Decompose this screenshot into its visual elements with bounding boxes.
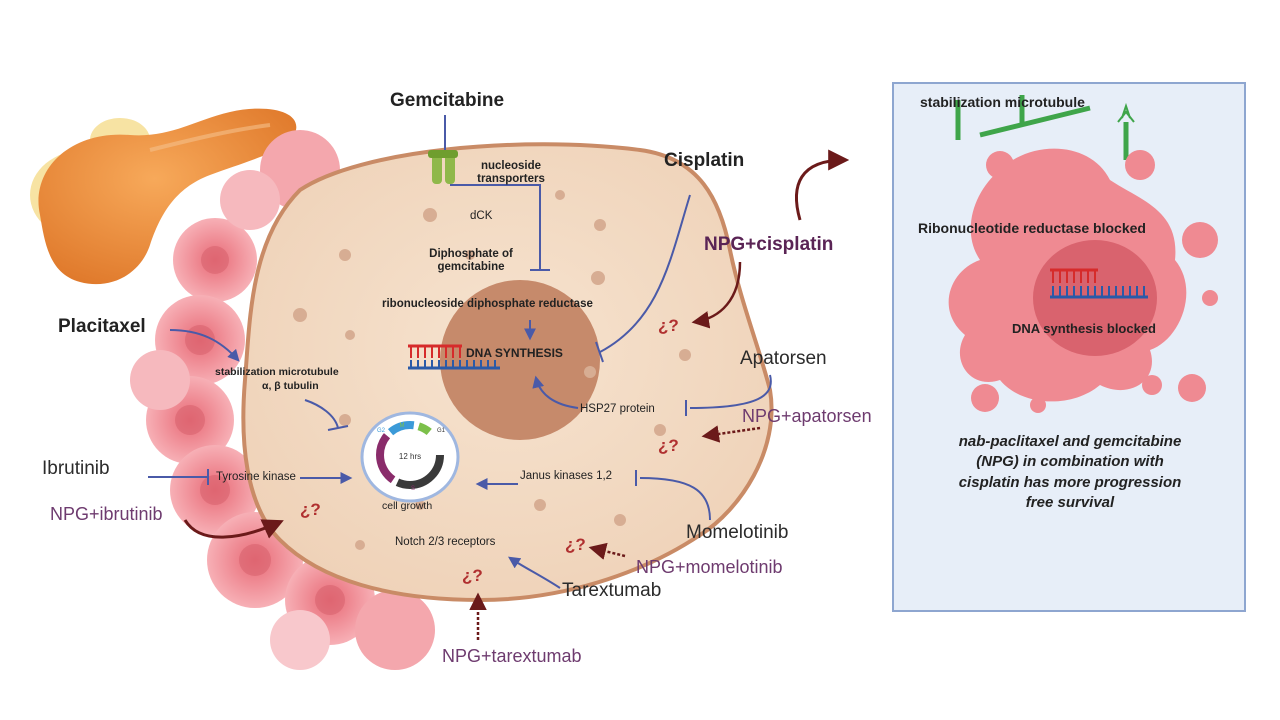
nucleoside-transporter-icon bbox=[428, 150, 458, 184]
unknown-effect-cisplatin: ¿? bbox=[658, 316, 679, 335]
stabilization-label: stabilization microtubule bbox=[215, 366, 339, 378]
unknown-effect-apatorsen: ¿? bbox=[658, 436, 679, 455]
ibrutinib-label: Ibrutinib bbox=[42, 458, 110, 479]
notch-label: Notch 2/3 receptors bbox=[395, 536, 496, 548]
cycle-m-label: M bbox=[400, 423, 405, 429]
tubulin-label: α, β tubulin bbox=[262, 380, 319, 392]
panel-conclusion-note: nab-paclitaxel and gemcitabine (NPG) in … bbox=[958, 433, 1182, 511]
panel-stabilization-label: stabilization microtubule bbox=[920, 94, 1085, 110]
janus-kinases-label: Janus kinases 1,2 bbox=[520, 470, 613, 482]
npg-momelotinib-label: NPG+momelotinib bbox=[636, 557, 783, 577]
npg-cisplatin-label: NPG+cisplatin bbox=[704, 234, 834, 255]
cycle-s-label: S bbox=[411, 486, 415, 492]
combination-arrows bbox=[183, 149, 850, 640]
cisplatin-label: Cisplatin bbox=[664, 150, 745, 171]
dna-icon bbox=[408, 344, 500, 370]
hsp27-label: HSP27 protein bbox=[580, 403, 655, 415]
npg-apatorsen-label: NPG+apatorsen bbox=[742, 406, 872, 426]
momelotinib-label: Momelotinib bbox=[686, 522, 789, 543]
dna-synthesis-label: DNA SYNTHESIS bbox=[466, 346, 563, 360]
placitaxel-label: Placitaxel bbox=[58, 316, 146, 337]
nucleoside-transporters-label: nucleoside transporters bbox=[477, 160, 545, 186]
cycle-g1-label: G1 bbox=[437, 428, 446, 434]
unknown-effect-tarextumab: ¿? bbox=[462, 566, 483, 585]
pancreas-illustration bbox=[30, 108, 297, 285]
npg-tarextumab-label: NPG+tarextumab bbox=[442, 646, 582, 666]
cell-cycle-icon: 12 hrs G2 M G1 S bbox=[360, 411, 460, 503]
apatorsen-label: Apatorsen bbox=[740, 348, 827, 369]
unknown-effect-ibrutinib: ¿? bbox=[300, 500, 321, 519]
gemcitabine-label: Gemcitabine bbox=[390, 90, 505, 111]
result-panel bbox=[892, 82, 1246, 612]
tyrosine-kinase-label: Tyrosine kinase bbox=[216, 471, 296, 483]
npg-ibrutinib-label: NPG+ibrutinib bbox=[50, 504, 163, 524]
cell-growth-label: cell growth bbox=[382, 500, 433, 512]
pathway-arrows bbox=[148, 115, 772, 589]
tarextumab-label: Tarextumab bbox=[562, 580, 662, 601]
panel-reductase-blocked-label: Ribonucleotide reductase blocked bbox=[918, 220, 1146, 236]
diphosphate-label: Diphosphate of gemcitabine bbox=[429, 248, 513, 274]
panel-dna-blocked-label: DNA synthesis blocked bbox=[1012, 321, 1157, 336]
cycle-g2-label: G2 bbox=[377, 428, 386, 434]
dck-label: dCK bbox=[470, 210, 493, 222]
cycle-center-label: 12 hrs bbox=[399, 452, 421, 461]
unknown-effect-momelotinib: ¿? bbox=[565, 535, 586, 554]
reductase-label: ribonucleoside diphosphate reductase bbox=[382, 298, 593, 310]
